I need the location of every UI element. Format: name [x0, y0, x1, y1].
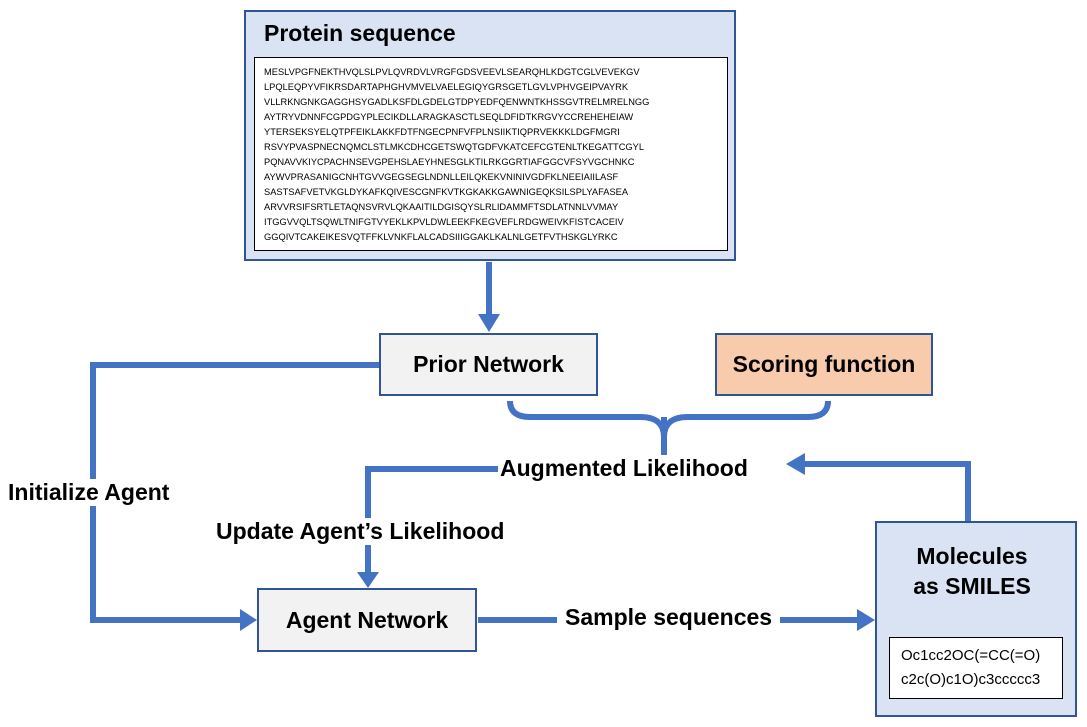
molecules-title: Molecules as SMILES [877, 541, 1067, 601]
sequence-line: MESLVPGFNEKTHVQLSLPVLQVRDVLVRGFGDSVEEVLS… [264, 67, 640, 77]
molecules-title-line: as SMILES [913, 573, 1031, 599]
arrowhead-prior [478, 314, 500, 332]
sequence-line: GGQIVTCAKEIKESVQTFFKLVNKFLALCADSIIIGGAKL… [264, 232, 618, 242]
sequence-line: PQNAVVKIYCPACHNSEVGPEHSLAEYHNESGLKTILRKG… [264, 157, 635, 167]
smiles-line: c2c(O)c1O)c3ccccc3 [901, 671, 1041, 688]
agent-network-label: Agent Network [285, 606, 449, 633]
prior-network-node: Prior Network [379, 333, 598, 396]
smiles-line: Oc1cc2OC(=CC(=O) [901, 647, 1041, 664]
arrowhead-agent-top [357, 572, 379, 588]
arrow-molecules-to-augmented [805, 461, 971, 521]
sequence-line: AYTRYVDNNFCGPDGYPLECIKDLLARAGKASCTLSEQLD… [264, 112, 634, 122]
sequence-text-box: MESLVPGFNEKTHVQLSLPVLQVRDVLVRGFGDSVEEVLS… [254, 57, 728, 251]
sequence-line: VLLRKNGNKGAGGHSYGADLKSFDLGDELGTDPYEDFQEN… [264, 97, 650, 107]
arrowhead-molecules [857, 609, 875, 631]
sequence-line: YTERSEKSYELQTPFEIKLAKKFDTFNGECPNFVFPLNSI… [264, 127, 620, 137]
smiles-text-box: Oc1cc2OC(=CC(=O) c2c(O)c1O)c3ccccc3 [889, 637, 1063, 699]
agent-network-node: Agent Network [257, 588, 477, 652]
scoring-function-label: Scoring function [732, 351, 916, 377]
arrowhead-augmented [786, 453, 805, 475]
molecules-node: Molecules as SMILES Oc1cc2OC(=CC(=O) c2c… [875, 521, 1077, 717]
protein-sequence-box: Protein sequence MESLVPGFNEKTHVQLSLPVLQV… [244, 10, 736, 261]
sequence-line: LPQLEQPYVFIKRSDARTAPHGHVMVELVAELEGIQYGRS… [264, 82, 629, 92]
brace-combine [507, 400, 831, 438]
sequence-line: AYWVPRASANIGCNHTGVVGEGSEGLNDNLLEILQKEKVN… [264, 172, 619, 182]
protein-sequence-title: Protein sequence [264, 20, 456, 46]
sample-sequences-label: Sample sequences [557, 604, 781, 631]
arrowhead-agent-left [240, 609, 257, 631]
augmented-likelihood-label: Augmented Likelihood [500, 455, 748, 482]
initialize-agent-label: Initialize Agent [8, 479, 170, 506]
prior-network-label: Prior Network [413, 351, 564, 377]
sequence-line: SASTSAFVETVKGLDYKAFKQIVESCGNFKVTKGKAKKGA… [264, 187, 629, 197]
update-agent-likelihood-label: Update Agent’s Likelihood [216, 518, 505, 545]
sequence-line: ARVVRSIFSRTLETAQNSVRVLQKAAITILDGISQYSLRL… [264, 202, 619, 212]
sequence-line: ITGGVVQLTSQWLTNIFGTVYEKLKPVLDWLEEKFKEGVE… [264, 217, 624, 227]
sequence-line: RSVYPVASPNECNQMCLSTLMKCDHCGETSWQTGDFVKAT… [264, 142, 645, 152]
scoring-function-node: Scoring function [715, 333, 933, 396]
molecules-title-line: Molecules [916, 543, 1028, 569]
